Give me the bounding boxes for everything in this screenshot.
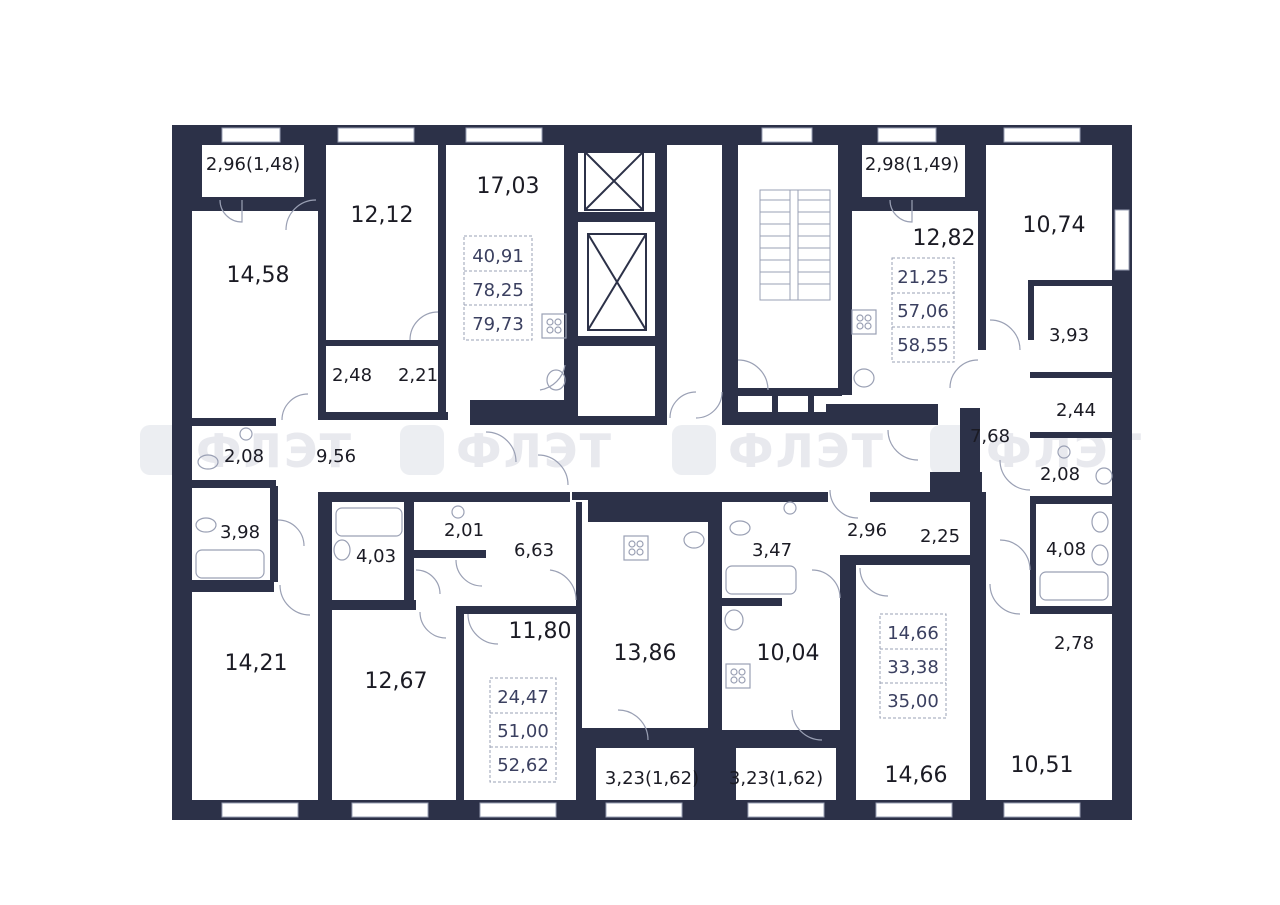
living-area: 24,47 <box>497 687 549 708</box>
room-area: 6,63 <box>514 540 554 561</box>
toilet-icon <box>1057 445 1071 459</box>
watermark-group: ФЛЭТ ФЛЭТ ФЛЭТ ФЛЭТ <box>140 424 1141 478</box>
bathtub-icon <box>195 549 265 579</box>
room-area: 2,48 <box>332 365 372 386</box>
room-area: 2,08 <box>224 446 264 467</box>
total-area: 51,00 <box>497 721 549 742</box>
sink-icon <box>853 368 875 388</box>
room-area: 10,04 <box>757 641 820 666</box>
room-area: 11,80 <box>509 619 572 644</box>
room-area: 2,21 <box>398 365 438 386</box>
summary-box-apt-b: 24,47 51,00 52,62 <box>489 677 557 783</box>
room-area: 13,86 <box>614 641 677 666</box>
room-labels: 2,96(1,48) 14,58 12,12 17,03 2,48 2,21 2… <box>206 154 1096 789</box>
watermark-logo: ФЛЭТ <box>400 424 613 478</box>
stove-icon <box>541 313 567 339</box>
watermark-text: ФЛЭТ <box>196 424 353 478</box>
room-area: 3,23(1,62) <box>605 768 699 789</box>
total-area: 33,38 <box>887 657 939 678</box>
sink-icon <box>729 520 751 536</box>
sink-icon <box>195 517 217 533</box>
room-area: 2,96 <box>847 520 887 541</box>
room-area: 4,03 <box>356 546 396 567</box>
summary-box-apt-a: 40,91 78,25 79,73 <box>463 235 533 341</box>
room-area: 14,66 <box>885 763 948 788</box>
summary-box-apt-c: 14,66 33,38 35,00 <box>879 613 947 719</box>
toilet-icon <box>1095 467 1113 485</box>
lift-shafts <box>584 151 647 331</box>
watermark-text: ФЛЭТ <box>456 424 613 478</box>
sink-icon <box>546 369 566 391</box>
room-area: 12,12 <box>351 203 414 228</box>
door-swings <box>219 199 1031 741</box>
room-area: 2,78 <box>1054 633 1094 654</box>
room-area: 14,21 <box>225 651 288 676</box>
room-area: 7,68 <box>970 426 1010 447</box>
sink-icon <box>197 454 219 470</box>
room-area: 2,98(1,49) <box>865 154 959 175</box>
total-area-with-balcony: 79,73 <box>472 314 524 335</box>
total-area-with-balcony: 52,62 <box>497 755 549 776</box>
room-area: 2,25 <box>920 526 960 547</box>
living-area: 40,91 <box>472 246 524 267</box>
room-area: 2,01 <box>444 520 484 541</box>
room-area: 10,74 <box>1023 213 1086 238</box>
room-area: 2,96(1,48) <box>206 154 300 175</box>
total-area: 78,25 <box>472 280 524 301</box>
sink-icon <box>1091 544 1109 566</box>
room-area: 3,98 <box>220 522 260 543</box>
stove-icon <box>623 535 649 561</box>
toilet-icon <box>783 501 797 515</box>
room-area: 3,47 <box>752 540 792 561</box>
bathtub-icon <box>1039 571 1109 601</box>
room-area: 17,03 <box>477 174 540 199</box>
room-area: 4,08 <box>1046 539 1086 560</box>
room-area: 14,58 <box>227 263 290 288</box>
total-area-with-balcony: 58,55 <box>897 335 949 356</box>
room-area: 10,51 <box>1011 753 1074 778</box>
sink-icon <box>683 531 705 549</box>
toilet-icon <box>239 427 253 441</box>
bathtub-icon <box>725 565 797 595</box>
summary-box-apt-d: 21,25 57,06 58,55 <box>891 257 955 363</box>
bath-fixtures <box>195 309 1113 689</box>
total-area: 57,06 <box>897 301 949 322</box>
watermark-logo: ФЛЭТ <box>140 424 353 478</box>
toilet-icon <box>451 505 465 519</box>
room-area: 3,23(1,62) <box>729 768 823 789</box>
room-area: 12,82 <box>913 226 976 251</box>
room-area: 9,56 <box>316 446 356 467</box>
room-area: 2,08 <box>1040 464 1080 485</box>
room-area: 12,67 <box>365 669 428 694</box>
sink-icon <box>724 609 744 631</box>
windows <box>221 127 1130 818</box>
watermark-logo: ФЛЭТ <box>672 424 885 478</box>
room-area: 2,44 <box>1056 400 1096 421</box>
living-area: 21,25 <box>897 267 949 288</box>
watermark-text: ФЛЭТ <box>728 424 885 478</box>
total-area-with-balcony: 35,00 <box>887 691 939 712</box>
sink-icon <box>1091 511 1109 533</box>
staircase <box>759 189 831 301</box>
sink-icon <box>333 539 351 561</box>
stove-icon <box>851 309 877 335</box>
stove-icon <box>725 663 751 689</box>
bathtub-icon <box>335 507 403 537</box>
room-area: 3,93 <box>1049 325 1089 346</box>
living-area: 14,66 <box>887 623 939 644</box>
